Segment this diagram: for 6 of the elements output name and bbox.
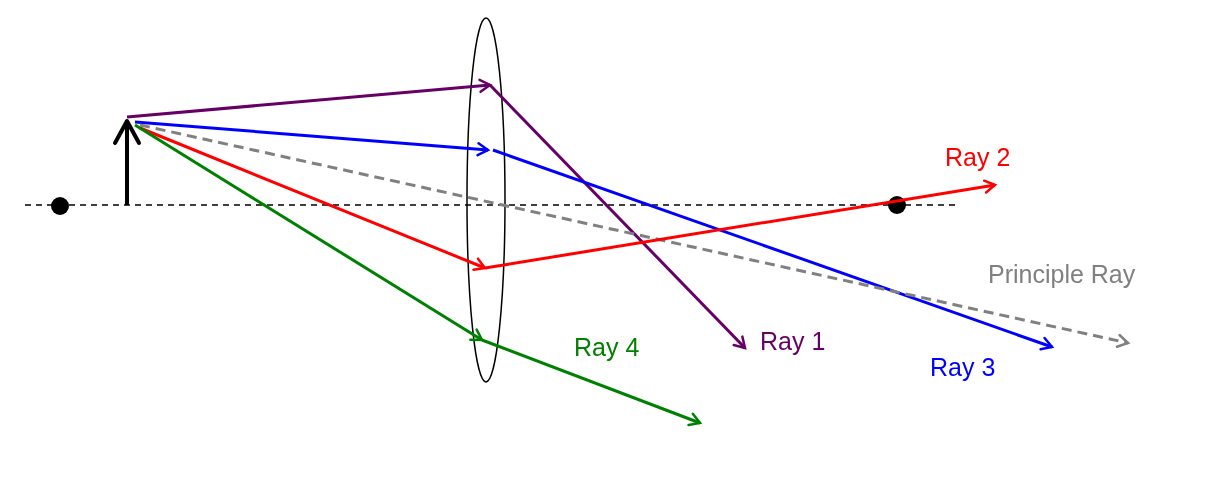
ray-label: Ray 4 (574, 335, 640, 360)
ray-label: Ray 2 (945, 145, 1011, 170)
ray-label: Ray 1 (760, 329, 826, 354)
ray-label: Principle Ray (988, 262, 1136, 287)
ray-label: Ray 3 (930, 355, 996, 380)
lens (466, 17, 506, 383)
